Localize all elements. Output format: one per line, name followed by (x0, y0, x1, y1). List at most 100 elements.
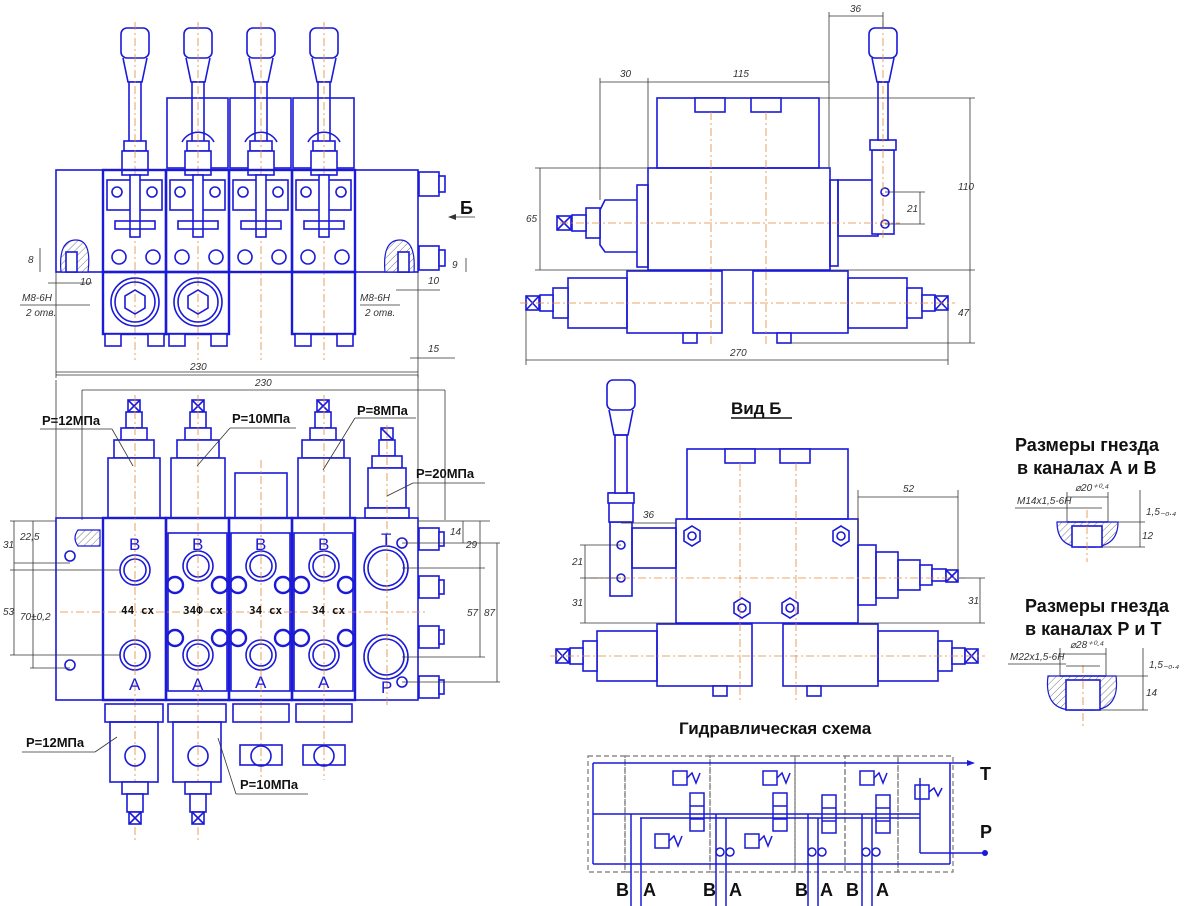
dim-270: 270 (729, 348, 747, 359)
p-port-dot (982, 850, 988, 856)
scheme-port-b-2: В (703, 880, 716, 900)
section-mark-2: 34Ф сх (183, 604, 223, 617)
dim-31-right: 31 (968, 596, 979, 607)
pressure-label-top-4: Р=20МПа (416, 466, 475, 481)
scheme-port-b-4: В (846, 880, 859, 900)
front-body (55, 169, 419, 273)
scheme-port-t: Т (980, 764, 991, 784)
holes-left: 2 отв. (25, 308, 56, 319)
port-a-2: А (192, 675, 204, 694)
socket-ab-diameter: ⌀20⁺⁰·⁴ (1075, 483, 1109, 494)
port-a-1: А (129, 675, 141, 694)
tie-rod-nuts (418, 527, 445, 699)
scheme-port-a-3: А (820, 880, 833, 900)
scheme-port-b-3: В (795, 880, 808, 900)
port-b-1: В (129, 535, 140, 554)
scheme-port-a-2: А (729, 880, 742, 900)
socket-ab-thread: М14х1,5-6Н (1017, 496, 1072, 507)
dim-31-top: 31 (3, 540, 14, 551)
dim-9: 9 (452, 260, 458, 271)
scheme-port-a-1: А (643, 880, 656, 900)
lower-block-4 (290, 270, 357, 336)
dim-8: 8 (28, 255, 34, 266)
front-view: 230 8 10 М8-6Н 2 отв. 9 10 М8-6Н 2 отв. … (20, 22, 475, 378)
port-b-4: В (318, 535, 329, 554)
dim-70: 70±0,2 (20, 612, 51, 623)
dim-22-5: 22,5 (19, 532, 40, 543)
dim-15: 15 (428, 344, 440, 355)
socket-ab-depth: 1,5₋₀.₄ (1146, 507, 1176, 518)
pressure-label-bottom-2: Р=10МПа (240, 777, 299, 792)
section-ports (64, 537, 409, 688)
socket-pt-diameter: ⌀28⁺⁰·⁴ (1070, 640, 1104, 651)
port-t: Т (381, 530, 391, 549)
dim-10-left: 10 (80, 277, 92, 288)
socket-pt-detail: Размеры гнезда в каналах Р и Т М22х1,5-6… (1008, 596, 1179, 728)
pressure-label-top-3: Р=8МПа (357, 403, 409, 418)
dim-10-right: 10 (428, 276, 440, 287)
dim-115: 115 (733, 69, 749, 80)
lever-2 (166, 22, 229, 360)
thread-right: М8-6Н (360, 293, 391, 304)
section-arrow-icon (448, 214, 456, 220)
dim-110: 110 (958, 182, 974, 193)
socket-pt-title-1: Размеры гнезда (1025, 596, 1170, 616)
scheme-port-p: Р (980, 822, 992, 842)
dim-30: 30 (620, 69, 632, 80)
scheme-title: Гидравлическая схема (679, 719, 872, 738)
pressure-label-top-1: Р=12МПа (42, 413, 101, 428)
port-b-3: В (255, 535, 266, 554)
top-view: 230 (3, 374, 500, 840)
front-sections (101, 168, 357, 274)
pressure-leaders (22, 417, 485, 795)
dim-29: 29 (465, 540, 478, 551)
socket-pt-depth: 1,5₋₀.₄ (1149, 660, 1179, 671)
socket-ab-title-1: Размеры гнезда (1015, 435, 1160, 455)
socket-pt-title-2: в каналах Р и Т (1025, 619, 1162, 639)
dim-21-side: 21 (906, 204, 918, 215)
thread-left: М8-6Н (22, 293, 53, 304)
port-p: Р (381, 678, 392, 697)
socket-pt-14: 14 (1146, 688, 1158, 699)
port-a-4: А (318, 673, 330, 692)
section-mark-3: 34 сх (249, 604, 282, 617)
socket-ab-title-2: в каналах А и В (1017, 458, 1157, 478)
socket-ab-detail: Размеры гнезда в каналах А и В М14х1,5-6… (1015, 435, 1176, 562)
view-b: Вид Б (550, 379, 985, 700)
dim-57: 57 (467, 608, 479, 619)
dim-36-view-b: 36 (643, 510, 655, 521)
dim-31-left: 31 (572, 598, 583, 609)
dim-47: 47 (958, 308, 970, 319)
port-b-2: В (192, 535, 203, 554)
section-mark-4: 34 сх (312, 604, 345, 617)
t-arrow-icon (967, 760, 975, 766)
dim-87: 87 (484, 608, 496, 619)
scheme-port-b-1: В (616, 880, 629, 900)
dim-21-view-b: 21 (571, 557, 583, 568)
lever-1 (120, 22, 150, 360)
pressure-label-bottom-1: Р=12МПа (26, 735, 85, 750)
relief-valve-1 (107, 399, 161, 519)
dim-52: 52 (903, 484, 915, 495)
bottom-valves (104, 703, 353, 825)
view-b-title: Вид Б (731, 399, 781, 418)
socket-ab-12: 12 (1142, 531, 1154, 542)
lower-block-2 (164, 270, 231, 336)
section-mark-1: 44 сх (121, 604, 154, 617)
dim-14: 14 (450, 527, 462, 538)
dim-36-side: 36 (850, 4, 862, 15)
section-arrow-label: Б (460, 198, 473, 218)
holes-right: 2 отв. (364, 308, 395, 319)
pressure-label-top-2: Р=10МПа (232, 411, 291, 426)
dim-65: 65 (526, 214, 538, 225)
lever-4 (292, 22, 355, 360)
side-view: 30 115 36 65 110 21 47 270 (520, 4, 975, 365)
socket-pt-thread: М22х1,5-6Н (1010, 652, 1065, 663)
scheme-port-a-4: А (876, 880, 889, 900)
hydraulic-scheme: Гидравлическая схема (587, 719, 992, 906)
port-a-3: А (255, 673, 267, 692)
dim-230-top: 230 (254, 378, 272, 389)
dim-230-front: 230 (189, 362, 207, 373)
dim-53: 53 (3, 607, 15, 618)
